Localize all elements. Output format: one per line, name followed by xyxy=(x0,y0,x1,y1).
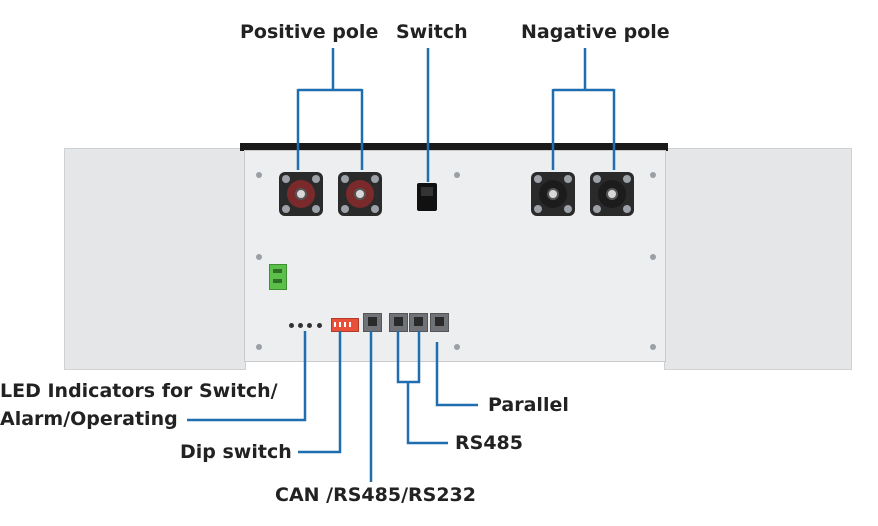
rs485-port[interactable] xyxy=(389,313,408,332)
parallel-label: Parallel xyxy=(488,394,569,416)
right-side-panel xyxy=(664,148,852,370)
dip-switch-callout xyxy=(298,331,342,454)
power-switch[interactable] xyxy=(417,183,437,211)
rs485-callout xyxy=(406,382,448,445)
led-indicators-label-line2: Alarm/Operating xyxy=(0,408,178,430)
rs485-callout xyxy=(396,331,421,384)
positive-terminal xyxy=(338,172,382,216)
led-indicators-label-line1: LED Indicators for Switch/ xyxy=(0,380,278,402)
can-port-label: CAN /RS485/RS232 xyxy=(275,484,476,506)
positive-pole-label: Positive pole xyxy=(240,21,379,43)
panel-screw xyxy=(454,344,460,350)
panel-screw xyxy=(256,172,262,178)
parallel-port[interactable] xyxy=(430,313,449,332)
led-callout xyxy=(187,331,307,422)
top-edge xyxy=(240,143,668,151)
green-terminal-block xyxy=(269,264,287,290)
switch-label: Switch xyxy=(396,21,468,43)
dip-switch[interactable] xyxy=(331,318,359,332)
rs485-label: RS485 xyxy=(455,432,523,454)
panel-screw xyxy=(650,344,656,350)
led-indicators xyxy=(289,323,323,329)
panel-screw xyxy=(454,172,460,178)
dip-switch-label: Dip switch xyxy=(180,441,292,463)
left-side-panel xyxy=(64,148,246,370)
positive-terminal xyxy=(279,172,323,216)
can-rs485-rs232-port[interactable] xyxy=(363,313,382,332)
panel-screw xyxy=(650,254,656,260)
negative-terminal xyxy=(590,172,634,216)
panel-screw xyxy=(256,254,262,260)
negative-pole-label: Nagative pole xyxy=(521,21,670,43)
negative-terminal xyxy=(531,172,575,216)
parallel-callout xyxy=(435,342,478,407)
panel-screw xyxy=(256,344,262,350)
panel-screw xyxy=(650,172,656,178)
